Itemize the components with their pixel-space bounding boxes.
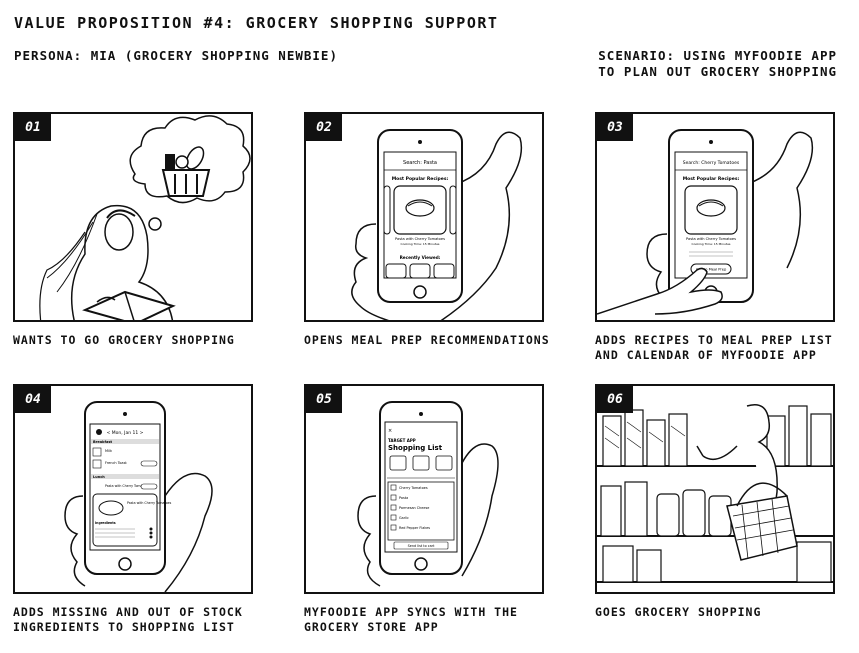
basket-icon — [161, 146, 211, 197]
screen-lunch: Lunch — [93, 475, 105, 479]
grocery-store-illustration — [597, 404, 833, 583]
add-to-meal-prep-label: Add to Meal Prep — [696, 268, 727, 272]
close-icon[interactable]: × — [388, 428, 392, 434]
panel-number: 03 — [597, 114, 633, 141]
caption-line-1: ADDS RECIPES TO MEAL PREP LIST — [595, 333, 833, 347]
checkbox[interactable] — [390, 524, 397, 531]
panel-number: 01 — [15, 114, 51, 141]
screen-item-milk: Milk — [105, 449, 113, 453]
list-item: Pasta — [399, 496, 408, 500]
panel-number: 04 — [15, 386, 51, 413]
screen-heading: Most Popular Recipes: — [683, 176, 740, 182]
screen-section: Recently Viewed: — [400, 255, 441, 260]
screen-heading: Most Popular Recipes: — [392, 176, 449, 182]
panel-6-caption: GOES GROCERY SHOPPING — [595, 605, 859, 620]
list-item: Red Pepper Flakes — [399, 526, 430, 530]
persona-label: PERSONA: MIA (GROCERY SHOPPING NEWBIE) — [14, 48, 338, 63]
list-item: Cherry Tomatoes — [399, 486, 428, 490]
checkbox[interactable] — [390, 514, 397, 521]
panel-1-caption: WANTS TO GO GROCERY SHOPPING — [13, 333, 283, 348]
screen-item-pasta: Pasta with Cherry Tomatoes — [105, 484, 150, 488]
storyboard-panel-3: Search: Cherry Tomatoes Most Popular Rec… — [595, 112, 835, 322]
scenario-line-1: SCENARIO: USING MYFOODIE APP — [598, 48, 837, 63]
panel-2-caption: OPENS MEAL PREP RECOMMENDATIONS — [304, 333, 574, 348]
screen-detail: Pasta with Cherry Tomatoes — [127, 501, 172, 505]
list-item: Parmesan Cheese — [399, 506, 429, 510]
shopping-list-items: Cherry Tomatoes Pasta Parmesan Cheese Ga… — [390, 484, 430, 531]
scenario-line-2: TO PLAN OUT GROCERY SHOPPING — [598, 64, 837, 79]
panel-5-caption: MYFOODIE APP SYNCS WITH THE GROCERY STOR… — [304, 605, 574, 635]
pasta-bowl-icon — [405, 199, 435, 217]
pasta-bowl-icon — [696, 199, 726, 217]
phone-illustration: Search: Cherry Tomatoes Most Popular Rec… — [597, 129, 814, 315]
storyboard-panel-1: 01 — [13, 112, 253, 322]
caption-line-1: ADDS MISSING AND OUT OF STOCK — [13, 605, 243, 619]
panel-number: 05 — [306, 386, 342, 413]
phone-illustration: < Mon, Jan 11 > Breakfast Milk French To… — [64, 401, 213, 592]
panel-number: 02 — [306, 114, 342, 141]
checkbox[interactable] — [390, 494, 397, 501]
scenario-label: SCENARIO: USING MYFOODIE APP TO PLAN OUT… — [537, 48, 837, 80]
caption-line-1: OPENS MEAL PREP RECOMMENDATIONS — [304, 333, 550, 347]
checkbox[interactable] — [390, 504, 397, 511]
caption-line-1: WANTS TO GO GROCERY SHOPPING — [13, 333, 235, 347]
screen-recipe-name: Pasta with Cherry Tomatoes — [395, 237, 445, 241]
caption-line-2: GROCERY STORE APP — [304, 620, 439, 634]
screen-recipe-time: Cooking Time: 15 Minutes — [692, 242, 731, 246]
screen-item-french-toast: French Toast — [105, 461, 127, 465]
list-item: Garlic — [399, 516, 409, 520]
woman-thinking-illustration — [39, 115, 251, 320]
caption-line-1: GOES GROCERY SHOPPING — [595, 605, 762, 619]
panel-3-caption: ADDS RECIPES TO MEAL PREP LIST AND CALEN… — [595, 333, 859, 363]
storyboard-panel-4: < Mon, Jan 11 > Breakfast Milk French To… — [13, 384, 253, 594]
caption-line-1: MYFOODIE APP SYNCS WITH THE — [304, 605, 518, 619]
send-list-button[interactable] — [393, 541, 449, 550]
storyboard-panel-5: × TARGET APP Shopping List Cherry Tomato… — [304, 384, 544, 594]
screen-date: < Mon, Jan 11 > — [107, 430, 144, 436]
storyboard-panel-2: Search: Pasta Most Popular Recipes: Past… — [304, 112, 544, 322]
screen-app-name: TARGET APP — [388, 438, 416, 443]
phone-illustration: Search: Pasta Most Popular Recipes: Past… — [351, 129, 523, 320]
send-list-label: Send list to cart — [408, 544, 435, 548]
panel-4-caption: ADDS MISSING AND OUT OF STOCK INGREDIENT… — [13, 605, 283, 635]
screen-ingredients: Ingredients — [95, 521, 116, 525]
checkbox[interactable] — [390, 484, 397, 491]
caption-line-2: INGREDIENTS TO SHOPPING LIST — [13, 620, 235, 634]
storyboard-panel-6: 06 — [595, 384, 835, 594]
screen-breakfast: Breakfast — [93, 440, 112, 444]
screen-search-label: Search: Pasta — [403, 160, 437, 166]
phone-illustration: × TARGET APP Shopping List Cherry Tomato… — [357, 401, 499, 587]
panel-number: 06 — [597, 386, 633, 413]
caption-line-2: AND CALENDAR OF MYFOODIE APP — [595, 348, 817, 362]
screen-list-title: Shopping List — [388, 444, 443, 452]
screen-recipe-time: Cooking Time: 15 Minutes — [401, 242, 440, 246]
page-title: VALUE PROPOSITION #4: GROCERY SHOPPING S… — [14, 14, 499, 32]
screen-recipe-name: Pasta with Cherry Tomatoes — [686, 237, 736, 241]
shopping-basket-icon — [726, 482, 798, 561]
screen-search-label: Search: Cherry Tomatoes — [683, 160, 740, 166]
